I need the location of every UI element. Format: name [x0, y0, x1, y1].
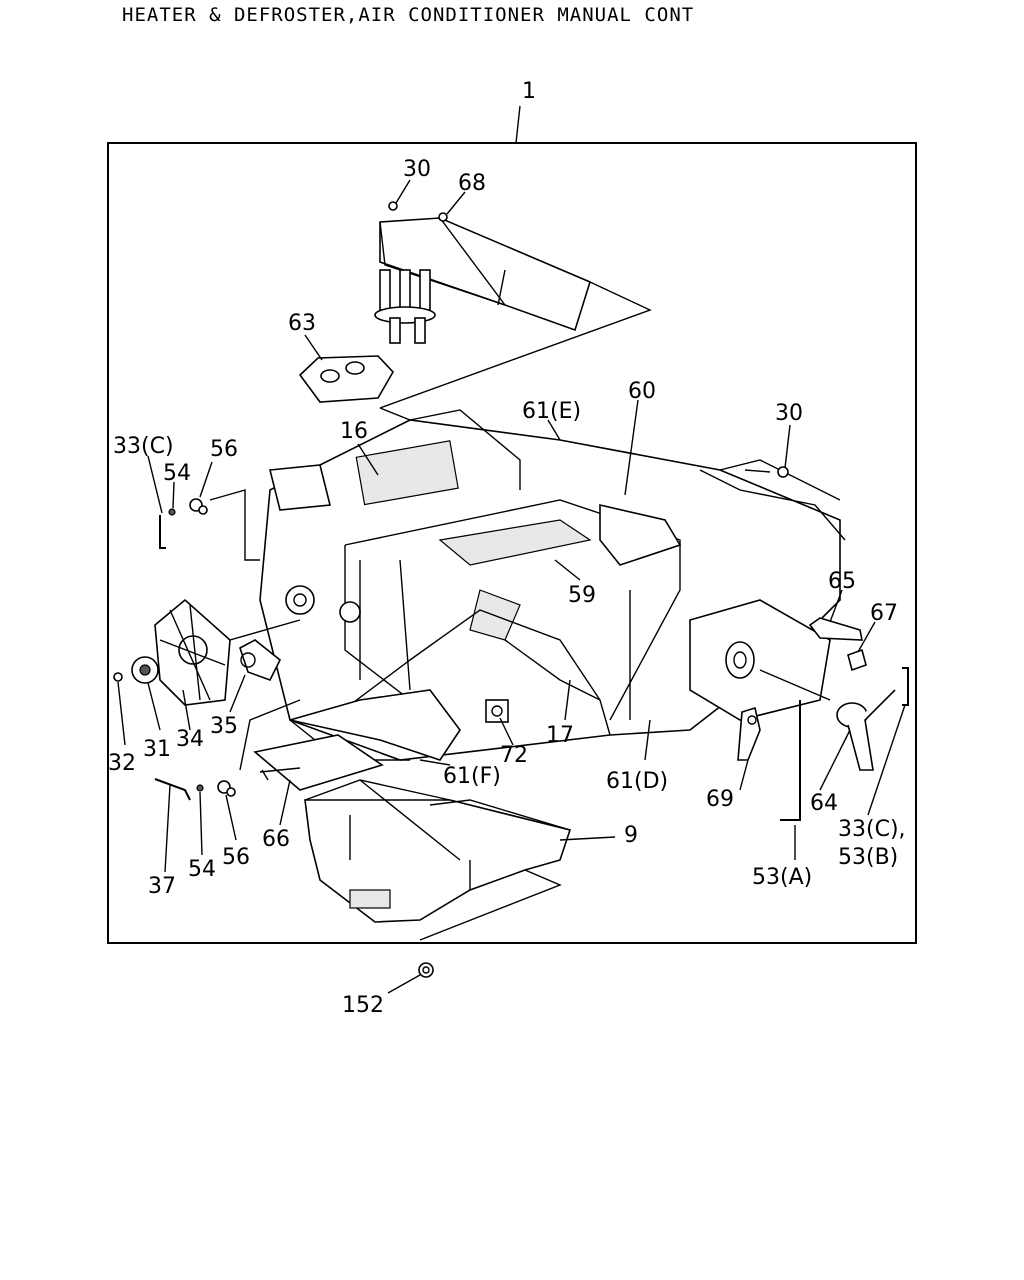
callout-64: 64	[810, 791, 838, 816]
callout-72: 72	[500, 743, 528, 768]
leader-lines	[117, 399, 906, 994]
callout-9: 9	[624, 823, 638, 848]
clip-67	[847, 648, 867, 672]
leader-1	[515, 105, 521, 144]
clip-54-bottom	[196, 784, 204, 792]
callout-60: 60	[628, 379, 656, 404]
callout-54-top: 54	[163, 461, 191, 486]
rod-53b	[902, 667, 909, 706]
lever-35	[239, 639, 282, 681]
lever-69	[737, 706, 761, 761]
callout-56-top: 56	[210, 437, 238, 462]
callout-61f: 61(F)	[443, 764, 501, 789]
callout-33c: 33(C)	[113, 434, 174, 459]
callout-17: 17	[546, 723, 574, 748]
blend-door-box	[689, 599, 831, 721]
filter-66	[253, 734, 384, 791]
clip-56-top	[189, 498, 208, 515]
callout-32: 32	[108, 751, 136, 776]
callout-61d: 61(D)	[606, 769, 668, 794]
callout-68: 68	[458, 171, 486, 196]
callout-56-bottom: 56	[222, 845, 250, 870]
rod-33c	[159, 515, 166, 549]
nut-152	[418, 962, 434, 978]
callout-35: 35	[210, 714, 238, 739]
screw-32	[113, 672, 123, 682]
callout-34: 34	[176, 727, 204, 752]
clip-56-bottom	[217, 780, 236, 797]
lever-65	[808, 617, 863, 641]
rod-37	[154, 778, 191, 801]
clip-54-top	[168, 508, 176, 516]
callout-66: 66	[262, 827, 290, 852]
screw-30-top	[388, 201, 398, 211]
callout-65: 65	[828, 569, 856, 594]
callout-152: 152	[342, 993, 384, 1018]
screw-30-right	[777, 466, 789, 478]
callout-54-bottom: 54	[188, 857, 216, 882]
callout-33c-53b-line1: 33(C),	[838, 817, 906, 842]
callout-53a: 53(A)	[752, 865, 812, 890]
callout-1: 1	[522, 79, 536, 104]
callout-69: 69	[706, 787, 734, 812]
callout-16: 16	[340, 419, 368, 444]
callout-30-right: 30	[775, 401, 803, 426]
assembly-frame	[107, 142, 917, 944]
bracket-72	[485, 699, 509, 723]
defroster-duct	[374, 217, 652, 409]
seal-63	[298, 334, 394, 403]
link-64	[836, 689, 896, 771]
callout-61e: 61(E)	[522, 399, 581, 424]
callout-37: 37	[148, 874, 176, 899]
callout-63: 63	[288, 311, 316, 336]
callout-59: 59	[568, 583, 596, 608]
actuator-34	[154, 598, 231, 706]
callout-67: 67	[870, 601, 898, 626]
callout-33c-53b-line2: 53(B)	[838, 845, 898, 870]
clip-68	[438, 212, 448, 222]
rod-53a	[780, 700, 801, 821]
callout-31: 31	[143, 737, 171, 762]
lower-case-9	[304, 779, 572, 941]
page-title: HEATER & DEFROSTER,AIR CONDITIONER MANUA…	[122, 4, 695, 26]
callout-30-top: 30	[403, 157, 431, 182]
